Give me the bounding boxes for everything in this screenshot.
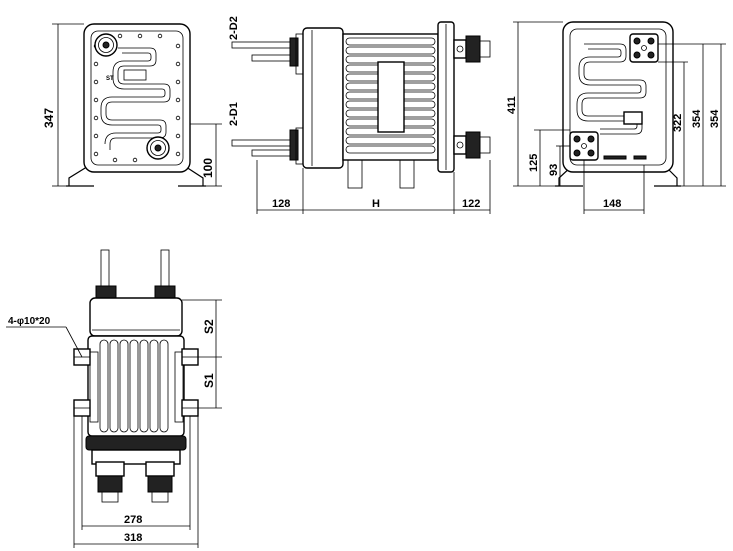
dim-s2-label: S2 [202, 319, 216, 334]
dim-inner-width-label: 278 [124, 514, 142, 526]
dim-c-label: 322 [672, 114, 684, 132]
svg-text:ST: ST [106, 76, 114, 82]
dim-mid-label: H [372, 198, 380, 210]
terminal-block-bottom [569, 131, 599, 161]
housing-outline [83, 23, 191, 173]
hole-callout-label: 4-φ10*20 [8, 316, 51, 327]
dim-e-label: 93 [548, 164, 560, 176]
top-view: 4-φ10*20 S2 S1 278 318 [6, 249, 222, 548]
outlet-label: 2-D2 [228, 16, 240, 40]
dim-d-label: 125 [528, 154, 540, 172]
housing-bolts [93, 33, 181, 163]
dim-a-label: 354 [691, 109, 703, 128]
outlet-port-circle [94, 33, 118, 57]
dim-outer-width-label: 318 [124, 532, 142, 544]
fin-stack [99, 339, 169, 433]
dim-b-label: 354 [709, 109, 721, 128]
dim-left-label: 128 [272, 198, 290, 210]
inlet-port-circle [146, 136, 170, 160]
dim-right-label: 122 [462, 198, 480, 210]
dim-width-label: 148 [603, 198, 621, 210]
dim-total-label: 411 [506, 96, 518, 114]
dim-foot-label: 100 [201, 158, 215, 178]
terminal-block-top [629, 33, 659, 63]
rear-view: 411 125 93 322 354 354 148 [506, 21, 726, 214]
side-view: 2-D2 2-D1 [228, 16, 491, 214]
dim-s1-label: S1 [202, 373, 216, 388]
inlet-label: 2-D1 [228, 102, 240, 126]
dim-height-label: 347 [42, 108, 56, 128]
front-view: ST 347 100 [42, 23, 222, 187]
